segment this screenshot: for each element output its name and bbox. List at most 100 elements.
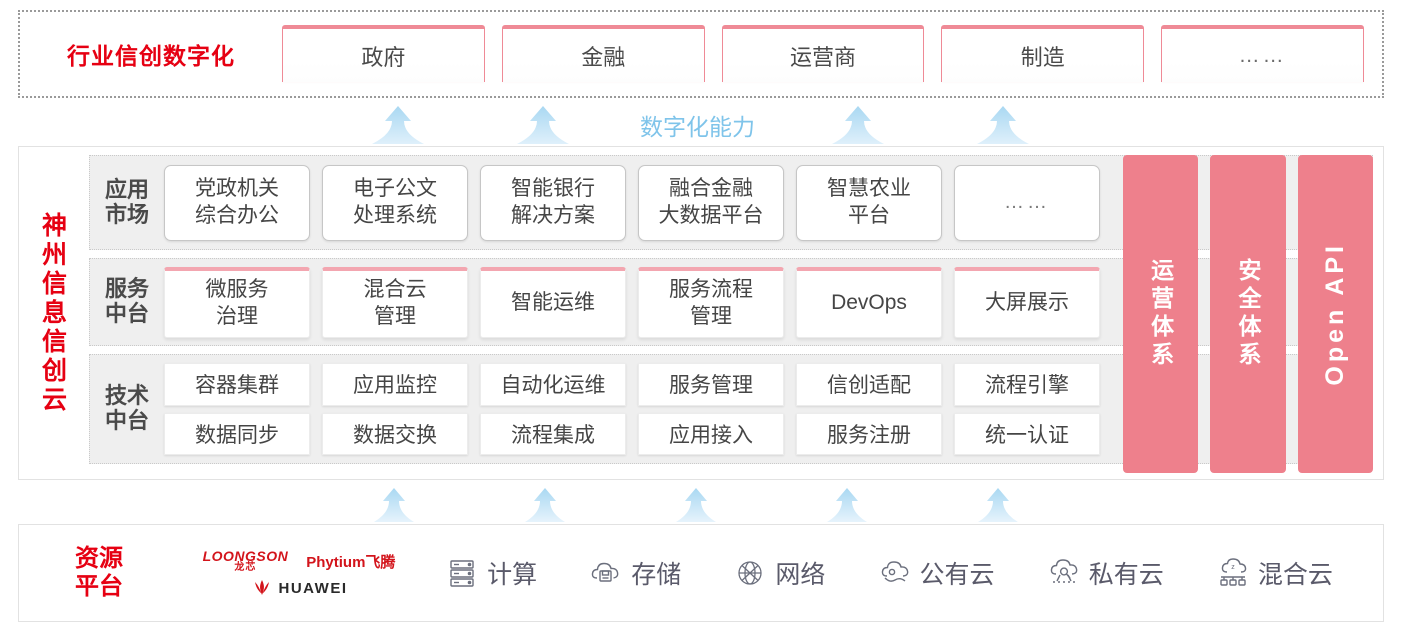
private-cloud-icon bbox=[1047, 556, 1081, 590]
tech-card-xinchuang-adaptation[interactable]: 信创适配 bbox=[796, 363, 942, 406]
loongson-logo-en: LOONGSON bbox=[202, 548, 289, 564]
tech-card-process-engine[interactable]: 流程引擎 bbox=[954, 363, 1100, 406]
card-line2: 管理 bbox=[374, 304, 416, 328]
app-card-e-document-system[interactable]: 电子公文 处理系统 bbox=[322, 164, 468, 241]
application-market-items: 党政机关 综合办公 电子公文 处理系统 智能银行 解决方案 融合金融 大数据平台… bbox=[164, 156, 1372, 249]
layer-label-application-market: 应用 市场 bbox=[90, 156, 164, 249]
app-card-more[interactable]: …… bbox=[954, 164, 1100, 241]
up-arrow-icon bbox=[372, 486, 416, 524]
industry-box-government[interactable]: 政府 bbox=[282, 25, 485, 96]
resource-item-label: 网络 bbox=[775, 561, 826, 589]
up-arrow-icon bbox=[515, 104, 571, 146]
resource-item-label: 混合云 bbox=[1257, 561, 1333, 589]
card-line2: 综合办公 bbox=[195, 203, 279, 227]
storage-cloud-icon bbox=[589, 556, 623, 590]
huawei-logo: HUAWEI bbox=[251, 579, 348, 597]
industry-box-more[interactable]: …… bbox=[1161, 25, 1364, 96]
up-arrow-icon bbox=[370, 104, 426, 146]
svc-card-hybrid-cloud-management[interactable]: 混合云 管理 bbox=[322, 266, 468, 338]
layer-label-service-platform: 服务 中台 bbox=[90, 259, 164, 345]
app-card-fintech-bigdata-platform[interactable]: 融合金融 大数据平台 bbox=[638, 164, 784, 241]
tech-card-automated-ops[interactable]: 自动化运维 bbox=[480, 363, 626, 406]
svc-card-large-screen-display[interactable]: 大屏展示 bbox=[954, 266, 1100, 338]
cloud-panel-body: 应用 市场 党政机关 综合办公 电子公文 处理系统 智能银行 解决方案 bbox=[83, 147, 1383, 479]
layer-label-line1: 服务 bbox=[104, 276, 149, 302]
industry-box-operator[interactable]: 运营商 bbox=[721, 25, 925, 96]
industry-band: 行业信创数字化 政府 金融 运营商 制造 …… bbox=[18, 10, 1384, 98]
card-line1: 微服务 bbox=[205, 278, 269, 302]
svc-card-intelligent-ops[interactable]: 智能运维 bbox=[480, 266, 626, 338]
up-arrow-icon bbox=[674, 486, 718, 524]
app-card-smart-bank-solution[interactable]: 智能银行 解决方案 bbox=[480, 164, 626, 241]
phytium-logo: Phytium飞腾 bbox=[306, 553, 396, 571]
tech-card-service-registry[interactable]: 服务注册 bbox=[796, 412, 942, 455]
tech-card-data-exchange[interactable]: 数据交换 bbox=[322, 412, 468, 455]
svc-card-service-process-management[interactable]: 服务流程 管理 bbox=[638, 266, 784, 338]
resource-item-hybrid-cloud[interactable]: z 混合云 bbox=[1216, 555, 1333, 591]
layer-label-line2: 中台 bbox=[104, 301, 149, 326]
svc-card-microservice-governance[interactable]: 微服务 治理 bbox=[164, 266, 310, 338]
huawei-flower-icon bbox=[251, 579, 273, 597]
pillar-label: 运营体系 bbox=[1147, 258, 1174, 370]
tech-card-data-sync[interactable]: 数据同步 bbox=[164, 412, 310, 455]
tech-card-unified-auth[interactable]: 统一认证 bbox=[954, 412, 1100, 455]
vendor-logo-row-2: HUAWEI bbox=[251, 579, 348, 597]
pillar-open-api[interactable]: Open API bbox=[1297, 155, 1373, 473]
app-card-smart-agriculture-platform[interactable]: 智慧农业 平台 bbox=[796, 164, 942, 241]
resource-item-private-cloud[interactable]: 私有云 bbox=[1047, 555, 1164, 591]
network-icon bbox=[733, 556, 767, 590]
capability-arrow-strip: 数字化能力 bbox=[0, 100, 1402, 146]
up-arrow-icon bbox=[830, 104, 886, 146]
pillar-label: 安全体系 bbox=[1234, 258, 1261, 370]
loongson-logo: LOONGSON 龙芯 bbox=[203, 549, 289, 573]
card-line1: 混合云 bbox=[363, 278, 427, 302]
tech-card-app-access[interactable]: 应用接入 bbox=[638, 412, 784, 455]
capability-label: 数字化能力 bbox=[640, 114, 755, 140]
card-line2: 解决方案 bbox=[511, 203, 595, 227]
card-line1: 服务流程 bbox=[669, 278, 753, 302]
tech-card-process-integration[interactable]: 流程集成 bbox=[480, 412, 626, 455]
resource-item-storage[interactable]: 存储 bbox=[589, 555, 681, 591]
industry-box-manufacturing[interactable]: 制造 bbox=[941, 25, 1145, 96]
card-line2: 大数据平台 bbox=[658, 203, 764, 227]
technical-platform-row-1: 容器集群 应用监控 自动化运维 服务管理 信创适配 流程引擎 bbox=[164, 363, 1100, 406]
resource-arrow-strip bbox=[0, 484, 1402, 524]
industry-box-list: 政府 金融 运营商 制造 …… bbox=[282, 25, 1382, 96]
resource-item-public-cloud[interactable]: 公有云 bbox=[878, 555, 995, 591]
layer-label-line1: 技术 bbox=[104, 383, 149, 409]
pillar-security-system[interactable]: 安全体系 bbox=[1210, 155, 1286, 473]
resource-item-label: 计算 bbox=[487, 561, 538, 589]
tech-card-service-management[interactable]: 服务管理 bbox=[638, 363, 784, 406]
resource-item-label: 公有云 bbox=[919, 561, 995, 589]
layer-label-line2: 中台 bbox=[104, 408, 149, 433]
up-arrow-icon bbox=[523, 486, 567, 524]
layer-label-technical-platform: 技术 中台 bbox=[90, 355, 164, 463]
resource-item-network[interactable]: 网络 bbox=[733, 555, 825, 591]
technical-platform-items: 容器集群 应用监控 自动化运维 服务管理 信创适配 流程引擎 数据同步 数据交换… bbox=[164, 355, 1372, 463]
industry-band-title: 行业信创数字化 bbox=[67, 43, 235, 69]
card-line1: 智慧农业 bbox=[827, 177, 911, 201]
pillar-group: 运营体系 安全体系 Open API bbox=[1123, 155, 1373, 473]
cloud-panel: 神州信息信创云 应用 市场 党政机关 综合办公 电子公文 处理 bbox=[18, 146, 1384, 480]
pillar-label: Open API bbox=[1320, 242, 1349, 386]
card-line1: 大屏展示 bbox=[985, 291, 1069, 315]
svc-card-devops[interactable]: DevOps bbox=[796, 266, 942, 338]
card-line1: 融合金融 bbox=[669, 177, 753, 201]
hybrid-cloud-icon: z bbox=[1216, 556, 1250, 590]
resource-item-label: 私有云 bbox=[1088, 561, 1164, 589]
industry-box-finance[interactable]: 金融 bbox=[501, 25, 705, 96]
resource-item-compute[interactable]: 计算 bbox=[445, 555, 537, 591]
up-arrow-icon bbox=[976, 486, 1020, 524]
resource-title-line2: 平台 bbox=[75, 573, 123, 600]
card-line2: 治理 bbox=[216, 304, 258, 328]
card-line1: 党政机关 bbox=[195, 177, 279, 201]
card-line2: 平台 bbox=[848, 203, 890, 227]
card-line2: 处理系统 bbox=[353, 203, 437, 227]
pillar-operations-system[interactable]: 运营体系 bbox=[1123, 155, 1199, 473]
app-card-party-gov-office[interactable]: 党政机关 综合办公 bbox=[164, 164, 310, 241]
technical-platform-row-2: 数据同步 数据交换 流程集成 应用接入 服务注册 统一认证 bbox=[164, 412, 1100, 455]
up-arrow-icon bbox=[825, 486, 869, 524]
tech-card-container-cluster[interactable]: 容器集群 bbox=[164, 363, 310, 406]
tech-card-app-monitoring[interactable]: 应用监控 bbox=[322, 363, 468, 406]
